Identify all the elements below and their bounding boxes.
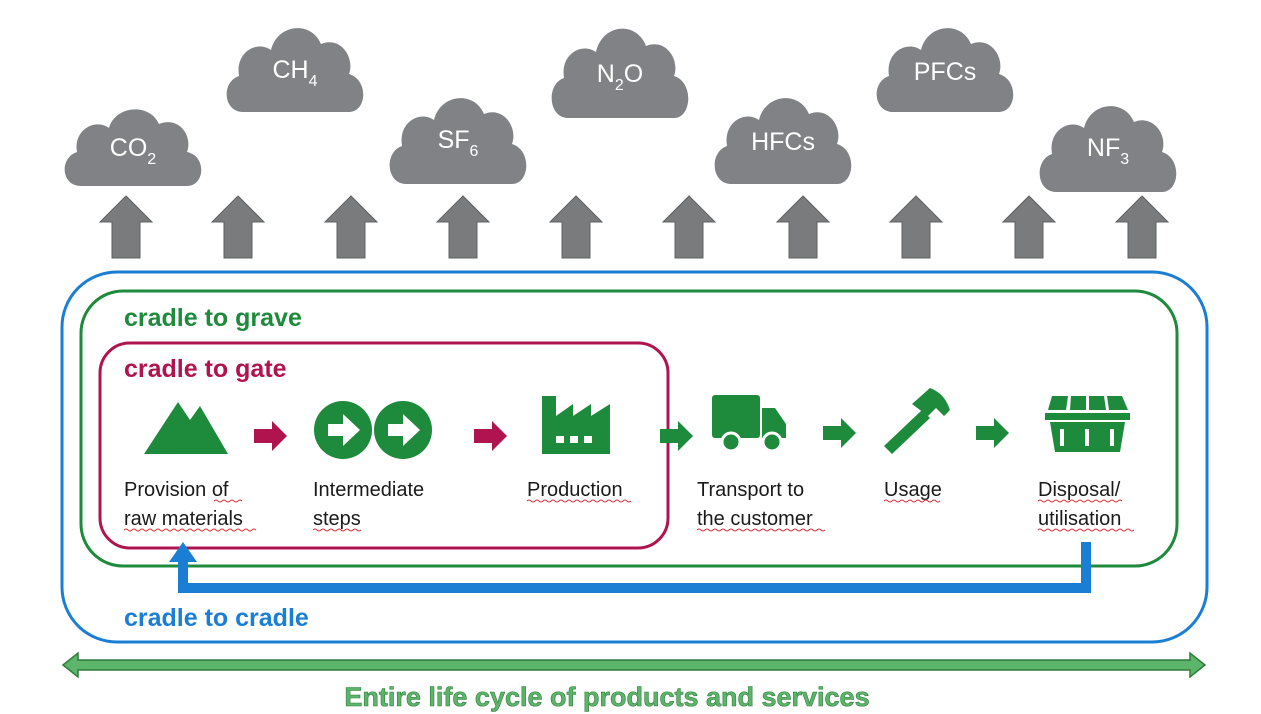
- cloud-nf3: NF3: [1039, 106, 1177, 192]
- hammer-icon: [884, 388, 950, 454]
- emission-arrow-2-icon: [210, 195, 266, 259]
- gas-label-co2: CO2: [110, 134, 157, 168]
- emission-arrow-1-icon: [98, 195, 154, 259]
- stage-transport-line2: the customer: [697, 508, 813, 530]
- stage-disposal-line1: Disposal/: [1038, 479, 1121, 501]
- truck-icon: [712, 395, 786, 453]
- stage-intermediate-line2: steps: [313, 508, 361, 530]
- cradle-to-cradle-label: cradle to cradle: [124, 604, 309, 632]
- process-arrow-grave-3-icon: [976, 418, 1009, 448]
- cloud-icon: [551, 28, 689, 118]
- cloud-pfcs: PFCs: [876, 28, 1014, 112]
- cloud-icon: [389, 98, 527, 184]
- process-arrow-grave-1-icon: [660, 421, 693, 451]
- gas-clouds: CO2 CH4 SF6 N2O HFCs: [64, 28, 1177, 192]
- dumpster-icon: [1045, 396, 1130, 452]
- emission-arrow-7-icon: [775, 195, 831, 259]
- emission-arrow-3-icon: [323, 195, 379, 259]
- gas-label-ch4: CH4: [272, 56, 317, 90]
- gas-label-hfcs: HFCs: [751, 128, 815, 156]
- recycle-loop-arrowhead-icon: [169, 542, 197, 562]
- emission-arrow-5-icon: [548, 195, 604, 259]
- cloud-ch4: CH4: [226, 28, 364, 112]
- stage-usage-line1: Usage: [884, 479, 942, 501]
- stage-disposal-line2: utilisation: [1038, 508, 1121, 530]
- emission-arrow-4-icon: [435, 195, 491, 259]
- factory-icon: [542, 396, 610, 454]
- cloud-icon: [876, 28, 1014, 112]
- cloud-n2o: N2O: [551, 28, 689, 118]
- cradle-to-gate-boundary: [98, 341, 670, 550]
- cradle-to-gate-label: cradle to gate: [124, 355, 287, 383]
- gas-label-nf3: NF3: [1087, 134, 1129, 168]
- cloud-icon: [64, 109, 202, 186]
- stage-labels: Provision of raw materials Intermediate …: [124, 479, 1121, 530]
- lifecycle-label: Entire life cycle of products and servic…: [344, 682, 869, 712]
- stage-intermediate-line1: Intermediate: [313, 479, 424, 501]
- cloud-icon: [714, 98, 852, 184]
- emission-arrow-8-icon: [888, 195, 944, 259]
- spellcheck-underlines: [123, 499, 1135, 532]
- stage-provision-line2: raw materials: [124, 508, 243, 530]
- process-arrows: [254, 418, 1009, 451]
- gas-label-pfcs: PFCs: [914, 58, 977, 86]
- gas-label-n2o: N2O: [597, 60, 643, 94]
- process-arrow-gate-1-icon: [254, 421, 287, 451]
- stage-transport-line1: Transport to: [697, 479, 804, 501]
- gas-label-sf6: SF6: [438, 126, 479, 160]
- emission-arrows: [98, 195, 1170, 259]
- stage-provision-line1: Provision of: [124, 479, 229, 501]
- process-arrow-gate-2-icon: [474, 421, 507, 451]
- lifecycle-double-arrow: [61, 651, 1207, 679]
- cradle-to-cradle-boundary: [60, 270, 1209, 644]
- cloud-co2: CO2: [64, 109, 202, 186]
- cradle-to-grave-label: cradle to grave: [124, 304, 302, 332]
- emission-arrow-9-icon: [1001, 195, 1057, 259]
- cloud-icon: [1039, 106, 1177, 192]
- stage-production-line1: Production: [527, 479, 623, 501]
- cloud-icon: [226, 28, 364, 112]
- cloud-sf6: SF6: [389, 98, 527, 184]
- emission-arrow-10-icon: [1114, 195, 1170, 259]
- process-arrow-grave-2-icon: [823, 418, 856, 448]
- recycle-loop-arrow: [178, 542, 1091, 593]
- mountain-icon: [144, 402, 228, 454]
- cloud-hfcs: HFCs: [714, 98, 852, 184]
- double-arrow-circles-icon: [314, 401, 432, 459]
- cradle-to-grave-boundary: [79, 289, 1179, 568]
- emission-arrow-6-icon: [661, 195, 717, 259]
